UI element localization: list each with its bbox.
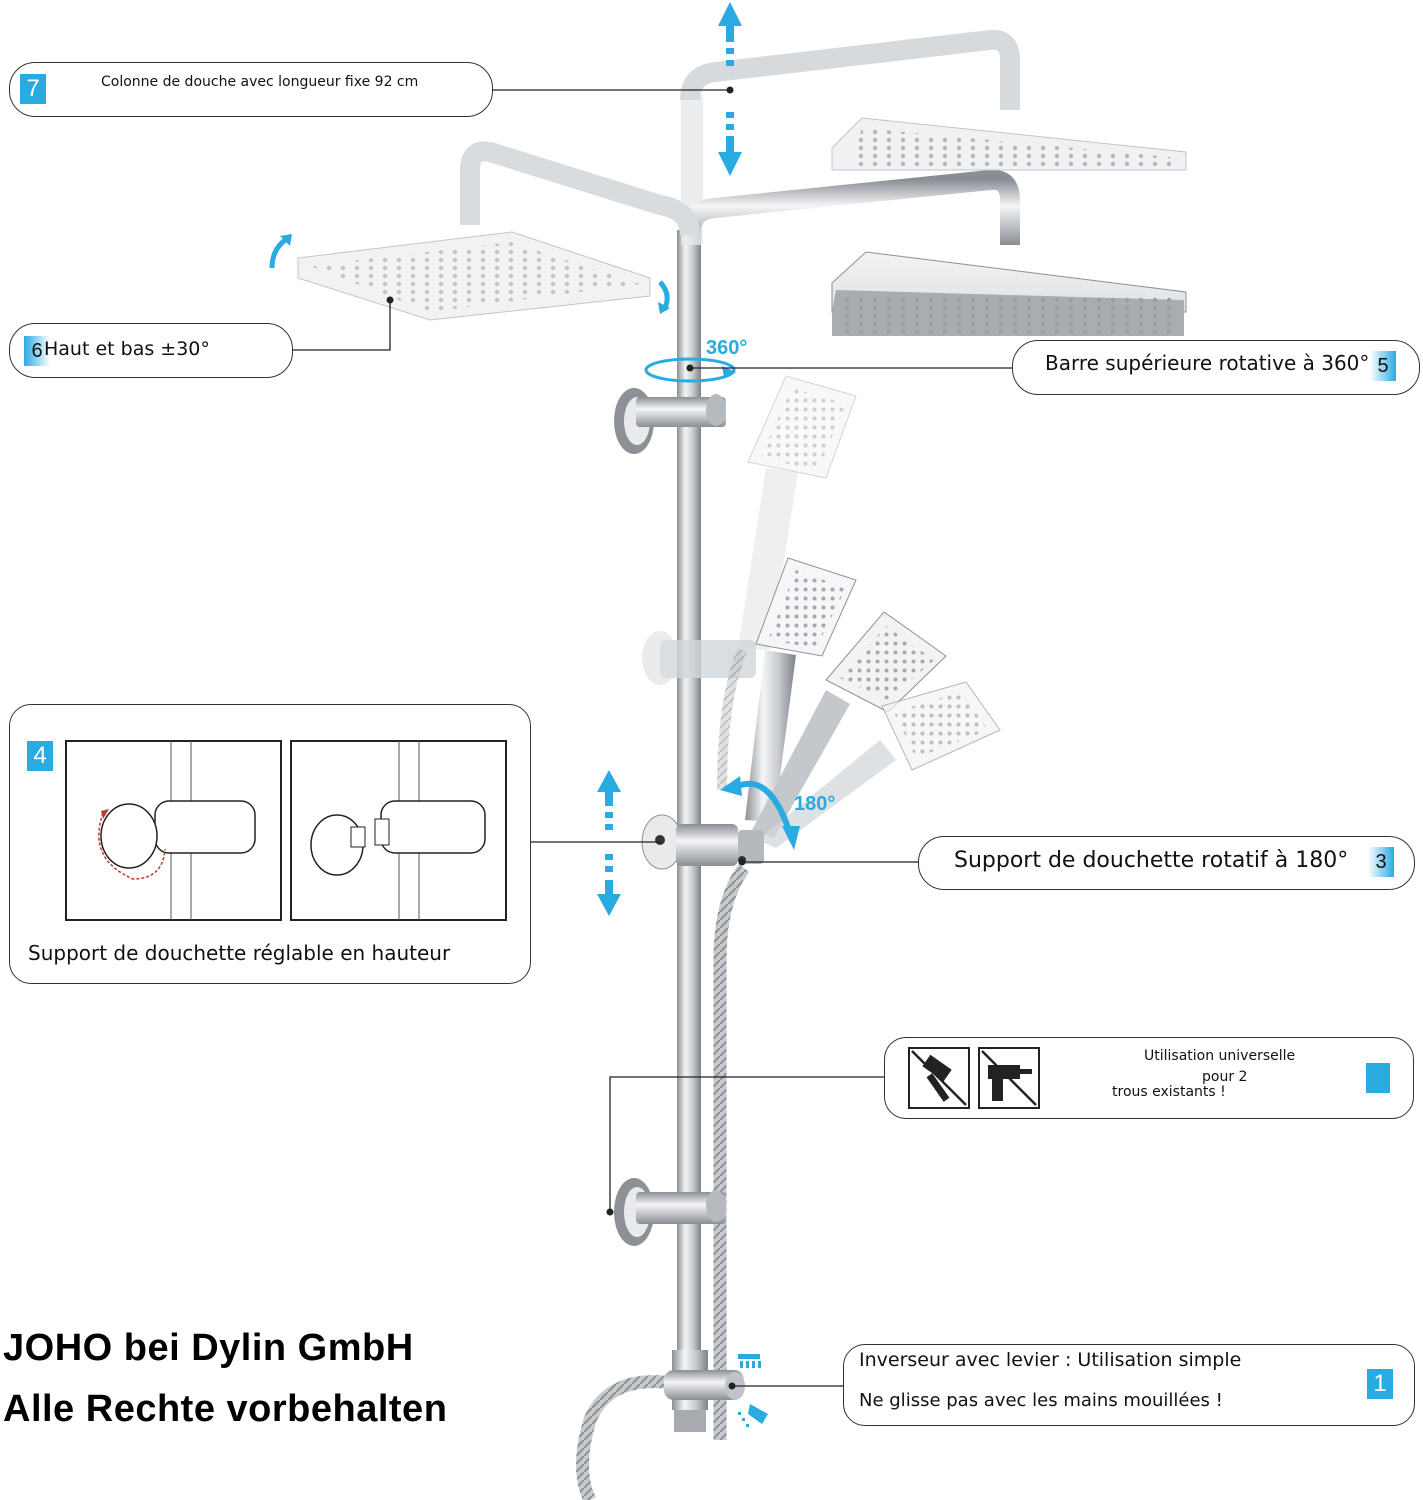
- leader-lines: [293, 89, 1012, 1387]
- callout-6-text: Haut et bas ±30°: [44, 338, 210, 360]
- callout-5: Barre supérieure rotative à 360° 5: [1012, 340, 1420, 395]
- no-hammer-icon: [908, 1047, 970, 1109]
- callout-6: 6 Haut et bas ±30°: [9, 323, 293, 378]
- copyright-line-2: Alle Rechte vorbehalten: [3, 1388, 448, 1430]
- hand-shower-low: [758, 681, 1001, 848]
- callout-2-line1: Utilisation universelle: [1144, 1048, 1296, 1064]
- shower-holder: [641, 814, 764, 870]
- rain-shower-head-front: [831, 251, 1187, 336]
- callout-4-text: Support de douchette réglable en hauteur: [28, 941, 451, 965]
- down-arrow-icon: [718, 112, 742, 176]
- copyright-line-1: JOHO bei Dylin GmbH: [3, 1327, 414, 1369]
- badge-5: 5: [1370, 351, 1396, 381]
- badge-2: [1366, 1063, 1390, 1093]
- holder-detail-illustration: [65, 740, 507, 921]
- shower-hose: [713, 864, 750, 1440]
- badge-6: 6: [24, 336, 50, 366]
- badge-4: 4: [27, 741, 53, 771]
- tilt-arrow-icon: [269, 235, 290, 269]
- badge-1: 1: [1367, 1369, 1393, 1399]
- diverter-valve: [664, 1350, 745, 1432]
- wall-bracket-lower: [614, 1178, 726, 1246]
- callout-1-line2: Ne glisse pas avec les mains mouillées !: [859, 1390, 1223, 1411]
- callout-1-line1: Inverseur avec levier : Utilisation simp…: [859, 1349, 1242, 1371]
- callout-2: Utilisation universelle pour 2 trous exi…: [884, 1037, 1414, 1119]
- callout-1: Inverseur avec levier : Utilisation simp…: [843, 1344, 1415, 1426]
- knob-icon: [100, 803, 158, 869]
- rotation-ring-icon: [644, 357, 736, 383]
- callout-2-line2: pour 2: [1202, 1069, 1248, 1085]
- angle-label-180: 180°: [794, 793, 835, 815]
- wall-bracket-upper: [614, 388, 726, 454]
- hand-shower-high: [738, 375, 857, 650]
- overhead-shower-icon: [738, 1354, 761, 1368]
- rain-shower-head-back: [831, 117, 1187, 171]
- up-arrow-icon: [718, 2, 742, 66]
- height-adjust-arrow-icon: [597, 770, 621, 916]
- callout-7-text: Colonne de douche avec longueur fixe 92 …: [101, 74, 419, 90]
- hand-shower-icon: [738, 1404, 768, 1427]
- angle-label-360: 360°: [706, 337, 747, 359]
- callout-5-text: Barre supérieure rotative à 360°: [1045, 351, 1370, 375]
- callout-3-text: Support de douchette rotatif à 180°: [954, 848, 1349, 873]
- hand-shower-middle-1: [745, 557, 857, 822]
- callout-4: 4 Support de douchette réglable en haute…: [9, 704, 531, 984]
- rain-shower-head-tilted: [297, 231, 651, 321]
- callout-7: 7 Colonne de douche avec longueur fixe 9…: [9, 62, 493, 117]
- no-drill-icon: [978, 1047, 1040, 1109]
- badge-7: 7: [20, 74, 46, 104]
- badge-3: 3: [1368, 847, 1394, 877]
- callout-3: Support de douchette rotatif à 180° 3: [918, 836, 1415, 890]
- callout-2-line3: trous existants !: [1112, 1084, 1226, 1100]
